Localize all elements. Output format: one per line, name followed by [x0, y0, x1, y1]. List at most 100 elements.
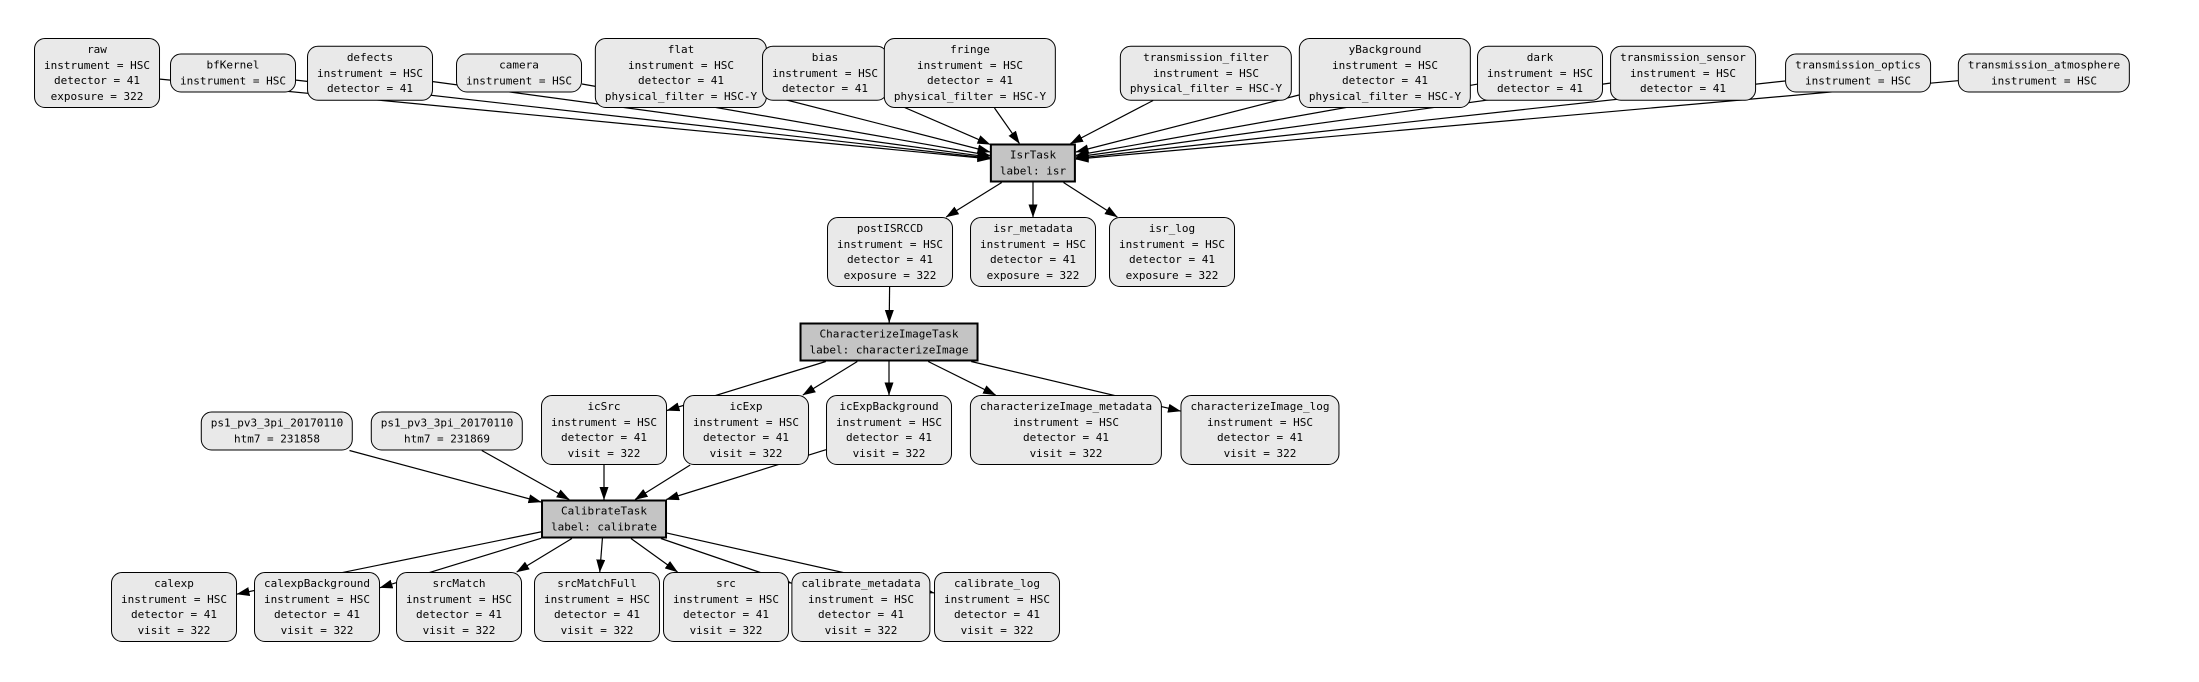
node-title: ps1_pv3_3pi_20170110: [210, 416, 344, 430]
node-title: IsrTask: [1009, 148, 1057, 162]
node-attribute: instrument = HSC: [1153, 66, 1259, 80]
node-attribute: label: isr: [999, 164, 1067, 177]
edge-characterizeImage_task-to-icExp: [802, 360, 858, 396]
dataset-node-isr_metadata: isr_metadata instrument = HSC detector = 4…: [970, 217, 1096, 287]
edge-calibrate_task-to-srcMatchFull: [596, 538, 606, 573]
node-attribute: instrument = HSC: [673, 592, 779, 606]
node-attribute: visit = 322: [1223, 446, 1297, 460]
node-title: yBackground: [1348, 43, 1422, 56]
node-attribute: visit = 322: [709, 446, 783, 460]
node-title: flat: [667, 43, 695, 56]
node-attribute: instrument = HSC: [693, 415, 799, 429]
node-attribute: instrument = HSC: [917, 58, 1023, 72]
node-title: defects: [346, 50, 394, 64]
edge-icExpBackground-to-calibrate_task: [665, 449, 827, 501]
node-attribute: instrument = HSC: [980, 237, 1086, 251]
node-attribute: visit = 322: [960, 623, 1034, 637]
node-attribute: exposure = 322: [843, 268, 937, 282]
node-title: calibrate_metadata: [801, 577, 921, 590]
node-attribute: detector = 41: [1639, 81, 1727, 95]
node-attribute: detector = 41: [415, 608, 503, 621]
node-attribute: instrument = HSC: [264, 592, 370, 606]
node-attribute: instrument = HSC: [1013, 415, 1119, 429]
node-attribute: detector = 41: [926, 74, 1014, 87]
node-attribute: detector = 41: [560, 431, 648, 444]
node-attribute: instrument = HSC: [551, 415, 657, 429]
node-attribute: detector = 41: [1216, 431, 1304, 444]
node-attribute: instrument = HSC: [466, 74, 572, 87]
dataset-node-camera: camera instrument = HSC: [456, 53, 582, 93]
node-title: fringe: [950, 43, 990, 56]
node-attribute: visit = 322: [1029, 446, 1103, 460]
node-attribute: visit = 322: [689, 623, 763, 637]
node-title: transmission_filter: [1143, 50, 1269, 64]
node-title: bias: [811, 50, 839, 64]
node-attribute: instrument = HSC: [317, 66, 423, 80]
edge-calibrate_task-to-src: [630, 538, 678, 573]
node-title: isr_log: [1148, 222, 1196, 235]
node-attribute: detector = 41: [781, 81, 869, 95]
dataset-node-bfKernel: bfKernel instrument = HSC: [170, 53, 296, 93]
edge-calibrate_task-to-srcMatch: [516, 537, 573, 573]
edge-yBackground-to-isr_task: [1075, 94, 1300, 154]
node-attribute: detector = 41: [637, 74, 725, 87]
node-attribute: exposure = 322: [986, 268, 1080, 282]
node-attribute: instrument = HSC: [1630, 66, 1736, 80]
node-attribute: label: characterizeImage: [809, 343, 969, 356]
node-attribute: detector = 41: [845, 431, 933, 444]
node-attribute: instrument = HSC: [1332, 58, 1438, 72]
node-title: icSrc: [587, 400, 621, 413]
node-attribute: instrument = HSC: [544, 592, 650, 606]
node-attribute: visit = 322: [137, 623, 211, 637]
node-title: ps1_pv3_3pi_20170110: [380, 416, 514, 430]
node-title: calexpBackground: [264, 577, 370, 590]
edge-bfKernel-to-isr_task: [295, 79, 991, 162]
node-title: calexp: [154, 577, 194, 590]
dataset-node-postISRCCD: postISRCCD instrument = HSC detector = 41 e…: [827, 217, 953, 287]
node-attribute: instrument = HSC: [406, 592, 512, 606]
edge-flat-to-isr_task: [766, 94, 991, 154]
node-attribute: instrument = HSC: [180, 74, 286, 87]
node-attribute: physical_filter = HSC-Y: [893, 89, 1047, 103]
dataset-node-yBackground: yBackground instrument = HSC detector = 41…: [1298, 38, 1472, 108]
node-attribute: detector = 41: [326, 81, 414, 95]
node-attribute: physical_filter = HSC-Y: [604, 89, 758, 103]
node-attribute: instrument = HSC: [836, 415, 942, 429]
node-attribute: instrument = HSC: [808, 592, 914, 606]
node-title: camera: [499, 58, 539, 72]
node-title: bfKernel: [206, 58, 260, 72]
node-attribute: instrument = HSC: [837, 237, 943, 251]
node-attribute: detector = 41: [1496, 81, 1584, 95]
node-title: isr_metadata: [993, 222, 1073, 235]
node-attribute: detector = 41: [553, 608, 641, 621]
edge-characterizeImage_task-to-characterizeImage_metadata: [927, 360, 997, 396]
dataset-node-fringe: fringe instrument = HSC detector = 41 physi…: [883, 38, 1057, 108]
node-attribute: instrument = HSC: [772, 66, 878, 80]
node-attribute: detector = 41: [682, 608, 770, 621]
node-attribute: detector = 41: [989, 253, 1077, 266]
node-title: postISRCCD: [856, 222, 924, 235]
node-title: transmission_optics: [1795, 58, 1921, 72]
node-title: raw: [87, 43, 107, 56]
node-attribute: detector = 41: [953, 608, 1041, 621]
node-attribute: detector = 41: [846, 253, 934, 266]
node-attribute: detector = 41: [1341, 74, 1429, 87]
edge-defects-to-isr_task: [432, 81, 991, 160]
